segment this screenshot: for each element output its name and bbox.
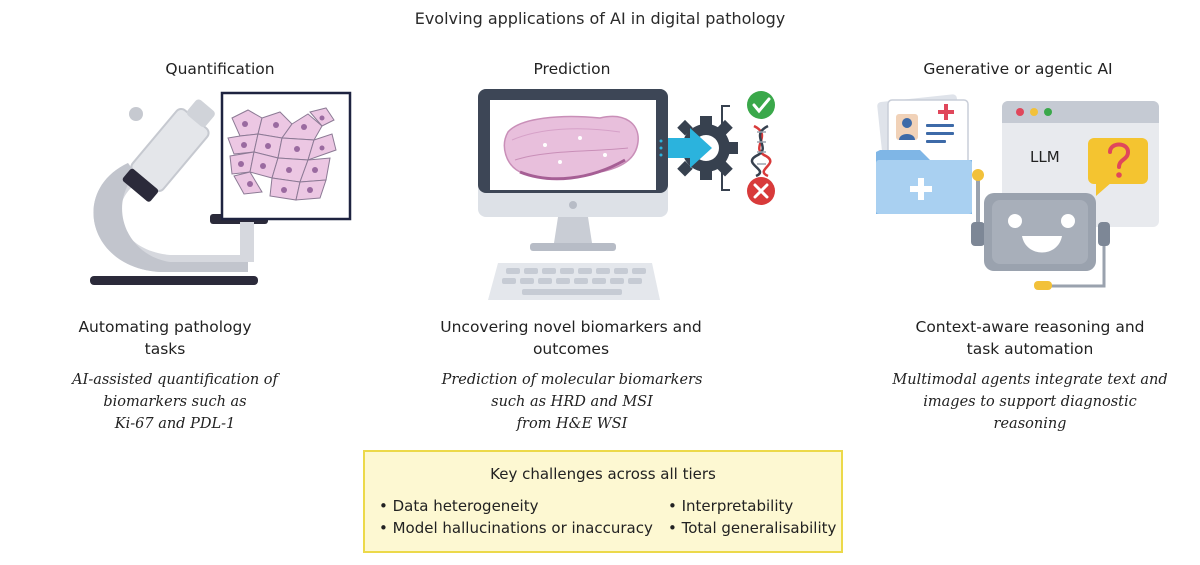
llm-label: LLM xyxy=(1030,148,1060,166)
tier-subtitle-generative: Context-aware reasoning and task automat… xyxy=(900,316,1160,360)
tier-description-quantification: AI-assisted quantification of biomarkers… xyxy=(50,369,300,435)
tier-description-prediction: Prediction of molecular biomarkers such … xyxy=(422,369,722,435)
subtitle-line: outcomes xyxy=(532,340,610,358)
tier-subtitle-prediction: Uncovering novel biomarkers and outcomes xyxy=(436,316,706,360)
challenges-box: Key challenges across all tiers • Data h… xyxy=(363,450,843,553)
challenge-item: • Data heterogeneity xyxy=(379,497,539,515)
description-line: such as HRD and MSI xyxy=(491,394,653,410)
tier-subtitle-quantification: Automating pathology tasks xyxy=(50,316,280,360)
subtitle-line: Context-aware reasoning and xyxy=(915,318,1145,336)
description-line: reasoning xyxy=(993,416,1067,432)
description-line: Multimodal agents integrate text and xyxy=(892,372,1168,388)
description-line: Ki-67 and PDL-1 xyxy=(114,416,236,432)
challenges-heading: Key challenges across all tiers xyxy=(490,465,716,483)
challenge-item: • Interpretability xyxy=(668,497,794,515)
challenge-item: • Total generalisability xyxy=(668,519,837,537)
subtitle-line: tasks xyxy=(144,340,186,358)
subtitle-line: Automating pathology xyxy=(78,318,252,336)
tier-description-generative: Multimodal agents integrate text and ima… xyxy=(882,369,1178,435)
description-line: AI-assisted quantification of xyxy=(72,372,278,388)
figure-title: Evolving applications of AI in digital p… xyxy=(414,9,786,28)
subtitle-line: task automation xyxy=(966,340,1094,358)
description-line: biomarkers such as xyxy=(103,394,247,410)
challenge-item: • Model hallucinations or inaccuracy xyxy=(379,519,653,537)
description-line: images to support diagnostic xyxy=(923,394,1137,410)
tier-heading-prediction: Prediction xyxy=(533,60,611,78)
description-line: from H&E WSI xyxy=(516,416,628,432)
tier-heading-generative: Generative or agentic AI xyxy=(923,60,1113,78)
subtitle-line: Uncovering novel biomarkers and xyxy=(440,318,702,336)
tier-heading-quantification: Quantification xyxy=(165,60,275,78)
description-line: Prediction of molecular biomarkers xyxy=(441,372,703,388)
